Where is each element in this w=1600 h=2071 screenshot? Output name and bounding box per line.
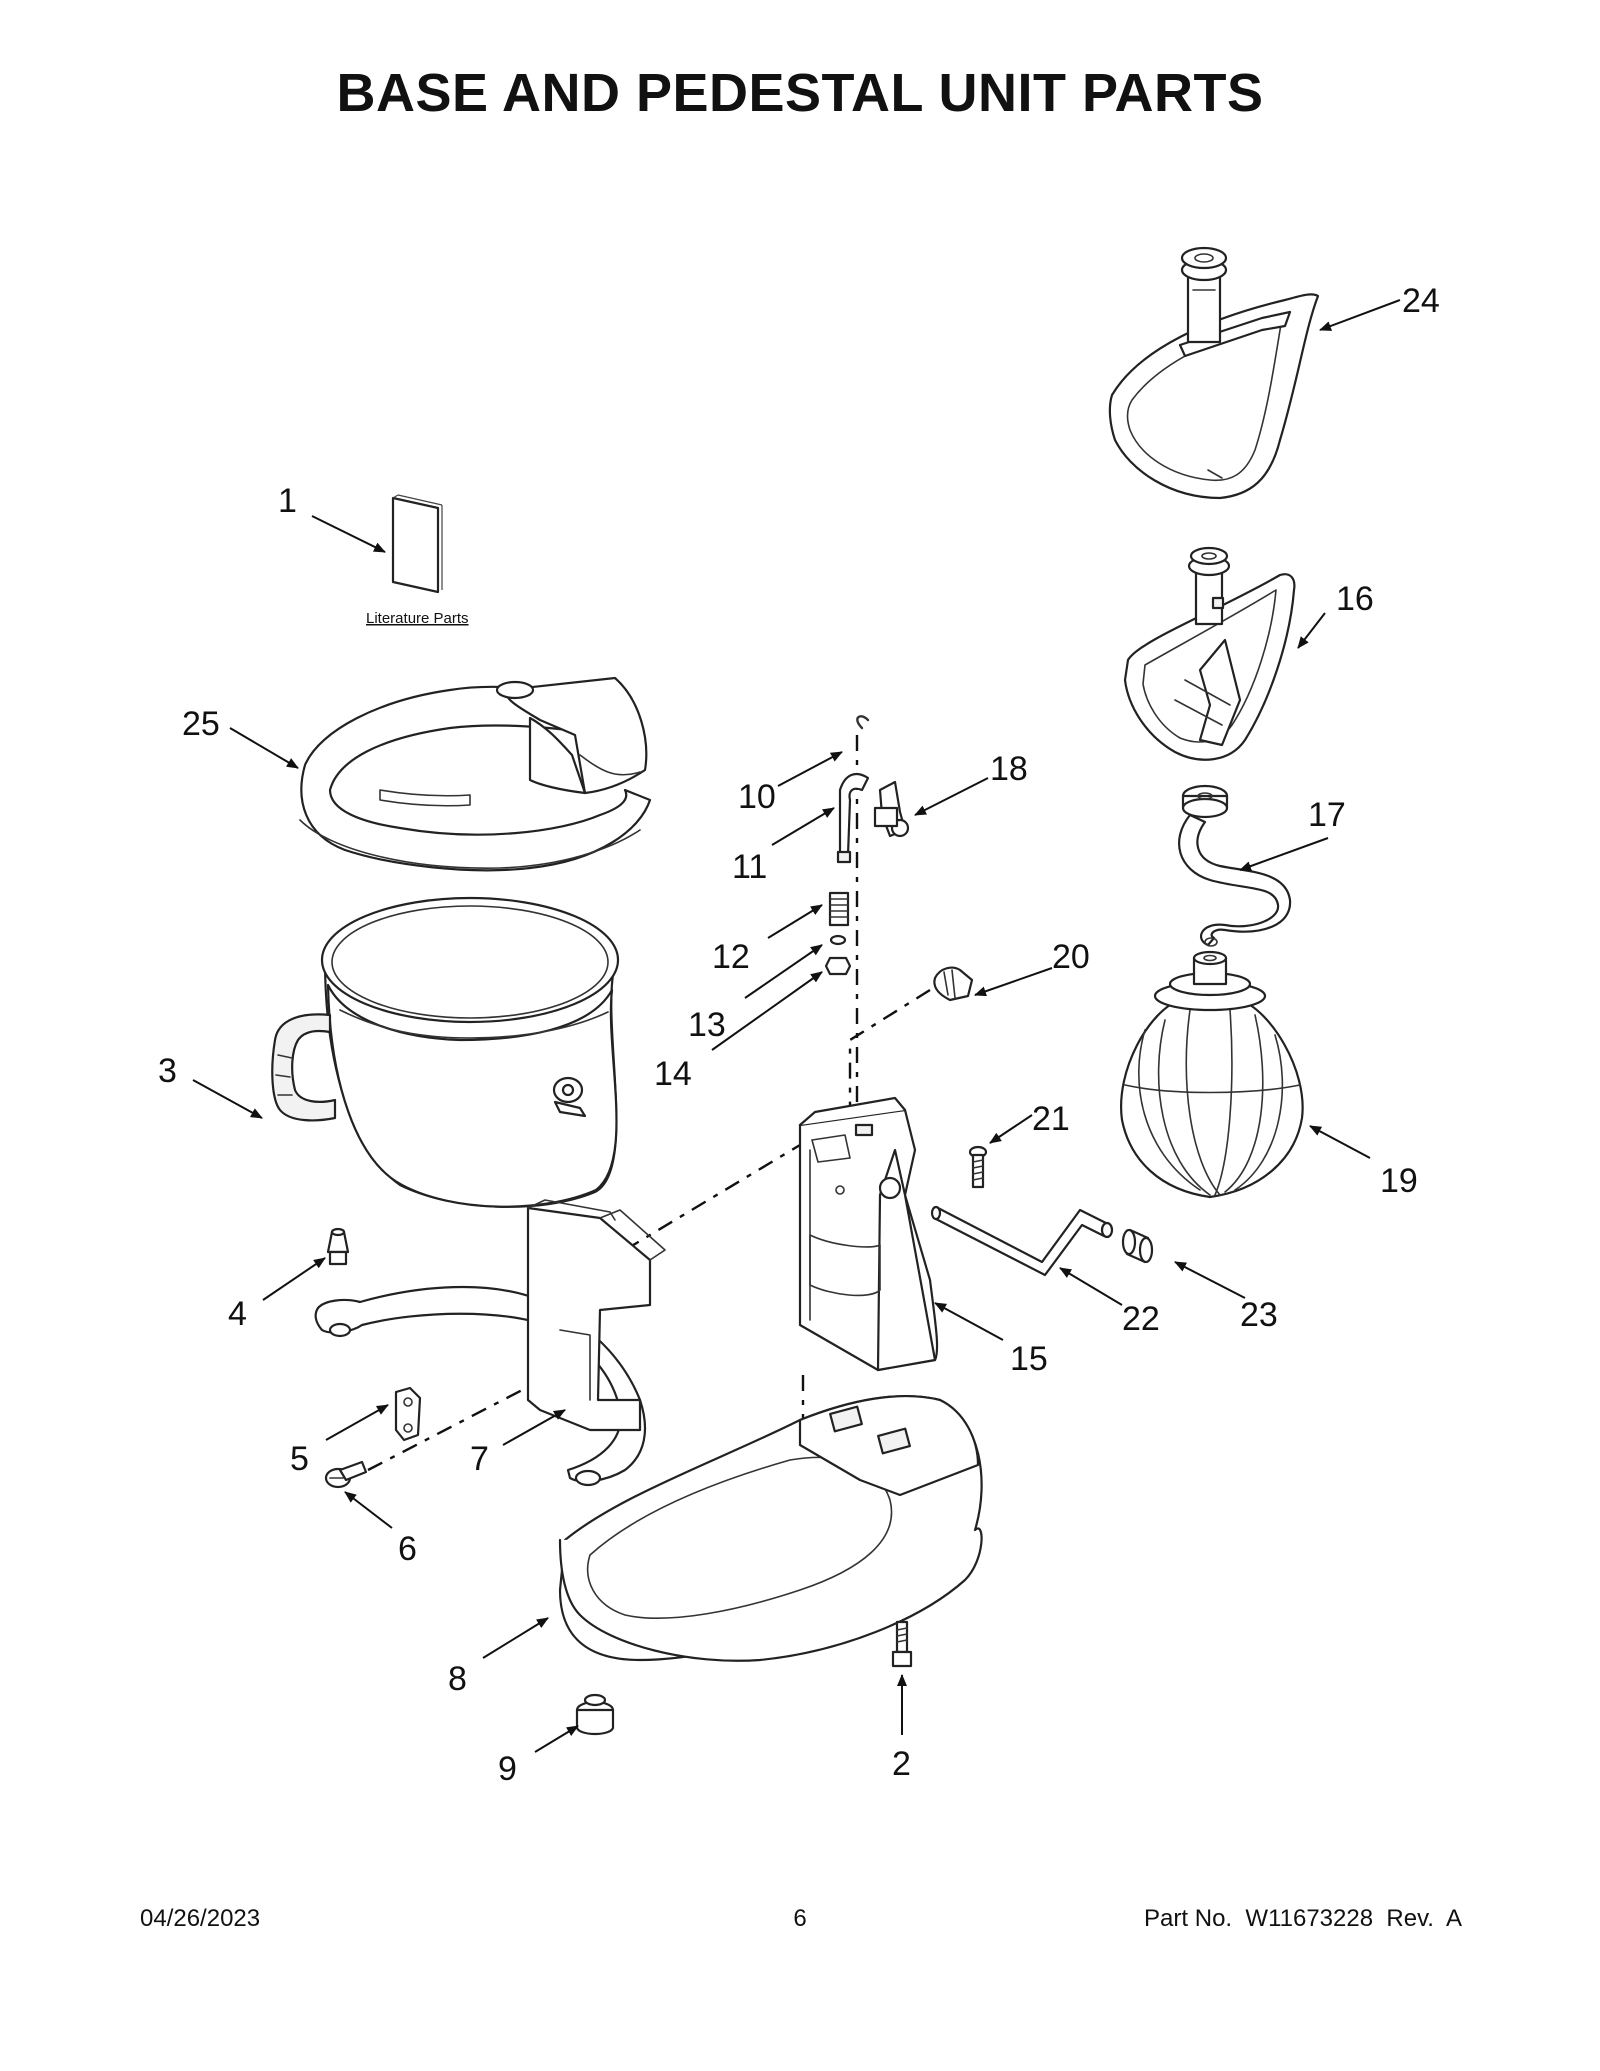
part-10-retaining-ring [856, 715, 870, 730]
callout-8: 8 [448, 1660, 467, 1698]
callout-21: 21 [1032, 1100, 1070, 1138]
callout-7: 7 [470, 1440, 489, 1478]
callout-11: 11 [732, 848, 767, 886]
part-9-foot [575, 1693, 615, 1736]
leader-arrows [192, 299, 1401, 1753]
callout-24: 24 [1402, 282, 1440, 320]
part-25-pouring-shield [299, 676, 652, 872]
part-22-crank-shaft [930, 1205, 1114, 1277]
part-24-flat-beater [1108, 246, 1320, 500]
part-18-lever [873, 780, 910, 838]
literature-parts-label: Literature Parts [366, 610, 469, 627]
part-11-lock-rod [836, 772, 870, 864]
part-15-pedestal [798, 1096, 939, 1372]
callout-2: 2 [892, 1745, 911, 1783]
literature-parts-booklet: Literature Parts [366, 494, 469, 627]
part-6-screw [324, 1460, 368, 1489]
callout-labels: 1 2 3 4 5 6 7 8 9 10 11 12 13 14 15 16 1… [158, 282, 1440, 1788]
callout-19: 19 [1380, 1162, 1418, 1200]
part-7-bowl-support [314, 1199, 666, 1487]
callout-22: 22 [1122, 1300, 1160, 1338]
callout-3: 3 [158, 1052, 177, 1090]
part-16-flat-beater [1123, 546, 1296, 761]
callout-10: 10 [738, 778, 776, 816]
callout-17: 17 [1308, 796, 1346, 834]
part-8-base [558, 1395, 983, 1662]
callout-20: 20 [1052, 938, 1090, 976]
part-3-bowl [271, 896, 620, 1208]
footer-part-number: Part No. W11673228 Rev. A [1144, 1905, 1462, 1932]
callout-4: 4 [228, 1295, 247, 1333]
callout-5: 5 [290, 1440, 309, 1478]
callout-15: 15 [1010, 1340, 1048, 1378]
callout-16: 16 [1336, 580, 1374, 618]
callout-18: 18 [990, 750, 1028, 788]
part-19-wire-whip [1120, 950, 1304, 1199]
callout-6: 6 [398, 1530, 417, 1568]
part-20-clip [933, 966, 974, 1002]
footer-page-number: 6 [793, 1905, 807, 1932]
callout-9: 9 [498, 1750, 517, 1788]
footer-date: 04/26/2023 [140, 1905, 261, 1932]
callout-23: 23 [1240, 1296, 1278, 1334]
part-5-clamp-plate [394, 1386, 422, 1442]
part-2-screw [891, 1620, 913, 1668]
callout-1: 1 [278, 482, 297, 520]
part-23-end-cap [1121, 1228, 1154, 1264]
part-13-washer [829, 934, 847, 946]
part-12-spring [828, 891, 850, 927]
page-title: BASE AND PEDESTAL UNIT PARTS [336, 63, 1264, 123]
part-14-nut [824, 956, 852, 976]
part-17-dough-hook [1178, 784, 1292, 947]
part-21-screw [968, 1145, 988, 1189]
callout-12: 12 [712, 938, 750, 976]
callout-14: 14 [654, 1055, 692, 1093]
callout-13: 13 [688, 1006, 726, 1044]
part-4-stud [326, 1227, 350, 1266]
callout-25: 25 [182, 705, 220, 743]
